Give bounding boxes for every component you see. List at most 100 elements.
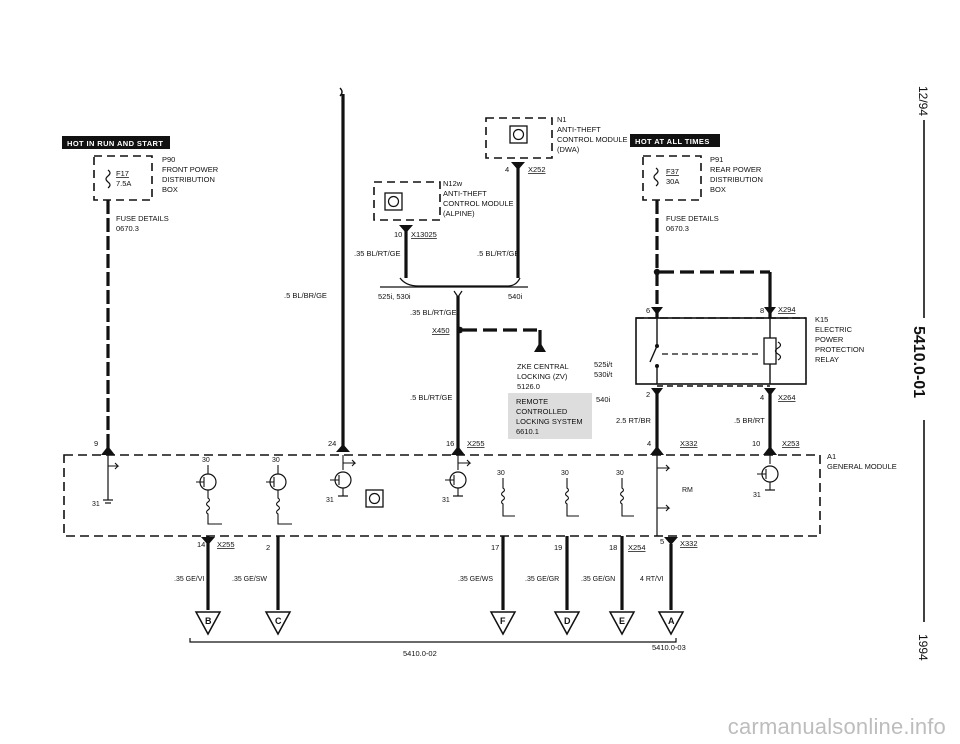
- svg-text:LOCKING SYSTEM: LOCKING SYSTEM: [516, 417, 583, 426]
- wire-right-feed: 6 8 X294: [646, 200, 796, 318]
- svg-text:P90: P90: [162, 155, 175, 164]
- svg-text:B: B: [205, 616, 212, 626]
- anti-theft-module-dwa: N1 ANTI-THEFT CONTROL MODULE (DWA) 4 X25…: [477, 115, 628, 278]
- svg-text:X332: X332: [680, 439, 698, 448]
- svg-text:.35 GE/SW: .35 GE/SW: [232, 576, 267, 583]
- svg-text:31: 31: [326, 497, 334, 504]
- page-reference-bracket: 5410.0-02 5410.0-03: [189, 638, 686, 658]
- svg-text:HOT AT ALL TIMES: HOT AT ALL TIMES: [635, 137, 710, 146]
- svg-text:X255: X255: [467, 439, 485, 448]
- front-power-distribution-box: F17 7.5A P90 FRONT POWER DISTRIBUTION BO…: [93, 155, 219, 201]
- svg-text:BOX: BOX: [162, 185, 178, 194]
- svg-text:X252: X252: [528, 165, 546, 174]
- svg-text:X255: X255: [217, 540, 235, 549]
- svg-text:X450: X450: [432, 326, 450, 335]
- svg-text:31: 31: [442, 497, 450, 504]
- side-date: 12/94: [916, 86, 930, 116]
- anti-theft-module-alpine: N12w ANTI-THEFT CONTROL MODULE (ALPINE) …: [354, 179, 514, 278]
- svg-text:6610.1: 6610.1: [516, 427, 539, 436]
- svg-text:N12w: N12w: [443, 179, 463, 188]
- svg-text:P91: P91: [710, 155, 723, 164]
- svg-text:18: 18: [609, 543, 617, 552]
- svg-text:540i: 540i: [596, 395, 611, 404]
- svg-text:C: C: [275, 616, 282, 626]
- watermark: carmanualsonline.info: [727, 714, 946, 739]
- svg-text:2: 2: [646, 390, 650, 399]
- svg-text:DISTRIBUTION: DISTRIBUTION: [710, 175, 763, 184]
- connector-d[interactable]: D: [553, 611, 581, 636]
- svg-text:525i, 530i: 525i, 530i: [378, 292, 411, 301]
- svg-text:0670.3: 0670.3: [116, 224, 139, 233]
- svg-text:.35 GE/VI: .35 GE/VI: [174, 576, 204, 583]
- svg-text:30: 30: [202, 457, 210, 464]
- svg-text:31: 31: [753, 492, 761, 499]
- svg-text:RELAY: RELAY: [815, 355, 839, 364]
- svg-text:X264: X264: [778, 393, 796, 402]
- svg-text:30: 30: [561, 470, 569, 477]
- svg-text:GENERAL MODULE: GENERAL MODULE: [827, 462, 897, 471]
- svg-text:.5 BL/RT/GE: .5 BL/RT/GE: [410, 393, 452, 402]
- svg-text:540i: 540i: [508, 292, 523, 301]
- svg-text:4: 4: [760, 393, 764, 402]
- svg-text:30: 30: [616, 470, 624, 477]
- svg-text:REAR POWER: REAR POWER: [710, 165, 762, 174]
- svg-text:K15: K15: [815, 315, 828, 324]
- svg-text:16: 16: [446, 439, 454, 448]
- svg-text:4: 4: [505, 165, 509, 174]
- ref-left: 5410.0-02: [403, 649, 437, 658]
- svg-text:ZKE CENTRAL: ZKE CENTRAL: [517, 362, 569, 371]
- svg-text:5126.0: 5126.0: [517, 382, 540, 391]
- svg-text:4 RT/VI: 4 RT/VI: [640, 576, 664, 583]
- x264-outputs: 2 4 X264 2.5 RT/BR .5 BR/RT: [616, 385, 796, 452]
- svg-text:FRONT POWER: FRONT POWER: [162, 165, 219, 174]
- remote-locking-box: REMOTE CONTROLLED LOCKING SYSTEM 6610.1 …: [508, 393, 611, 439]
- svg-text:30: 30: [272, 457, 280, 464]
- svg-text:X332: X332: [680, 539, 698, 548]
- svg-text:10: 10: [394, 230, 402, 239]
- hot-all-times-banner: HOT AT ALL TIMES: [630, 134, 720, 147]
- svg-text:ANTI-THEFT: ANTI-THEFT: [443, 189, 487, 198]
- connector-a[interactable]: A: [657, 611, 685, 636]
- svg-text:CONTROLLED: CONTROLLED: [516, 407, 568, 416]
- svg-text:.5 BL/BR/GE: .5 BL/BR/GE: [284, 291, 327, 300]
- svg-text:RM: RM: [682, 487, 693, 494]
- connector-b[interactable]: B: [194, 611, 222, 636]
- svg-text:X253: X253: [782, 439, 800, 448]
- svg-text:A1: A1: [827, 452, 836, 461]
- svg-text:N1: N1: [557, 115, 567, 124]
- svg-text:.35 BL/RT/GE: .35 BL/RT/GE: [354, 249, 401, 258]
- svg-text:.5 BL/RT/GE: .5 BL/RT/GE: [477, 249, 519, 258]
- svg-text:30A: 30A: [666, 177, 679, 186]
- hot-run-start-banner: HOT IN RUN AND START: [62, 136, 170, 149]
- svg-text:ELECTRIC: ELECTRIC: [815, 325, 853, 334]
- svg-text:0670.3: 0670.3: [666, 224, 689, 233]
- svg-text:BOX: BOX: [710, 185, 726, 194]
- svg-text:(DWA): (DWA): [557, 145, 580, 154]
- svg-text:POWER: POWER: [815, 335, 844, 344]
- svg-text:17: 17: [491, 543, 499, 552]
- fuse-f17-label: F17: [116, 169, 129, 178]
- wire-bl-br-ge: .5 BL/BR/GE: [284, 87, 350, 452]
- svg-text:24: 24: [328, 439, 336, 448]
- fuse-details-right: FUSE DETAILS 0670.3: [666, 214, 719, 233]
- svg-text:6: 6: [646, 306, 650, 315]
- variant-splice: 525i, 530i 540i .35 BL/RT/GE .5 BL/RT/GE: [378, 277, 528, 452]
- connector-c[interactable]: C: [264, 611, 292, 636]
- svg-text:F: F: [500, 616, 506, 626]
- svg-text:HOT IN RUN AND START: HOT IN RUN AND START: [67, 139, 163, 148]
- fuse-details-left: FUSE DETAILS 0670.3: [116, 214, 169, 233]
- svg-text:CONTROL MODULE: CONTROL MODULE: [557, 135, 628, 144]
- side-code: 5410.0-01: [910, 326, 927, 398]
- svg-text:2.5 RT/BR: 2.5 RT/BR: [616, 416, 651, 425]
- svg-text:A: A: [668, 616, 675, 626]
- svg-text:530i/t: 530i/t: [594, 370, 613, 379]
- ref-right: 5410.0-03: [652, 643, 686, 652]
- svg-text:19: 19: [554, 543, 562, 552]
- general-module-a1: A1 GENERAL MODULE 9 24 16 X255 4 X332 10…: [63, 439, 897, 537]
- connector-e[interactable]: E: [608, 611, 636, 636]
- svg-text:E: E: [619, 616, 625, 626]
- connector-f[interactable]: F: [489, 611, 517, 636]
- svg-text:F37: F37: [666, 167, 679, 176]
- svg-text:FUSE DETAILS: FUSE DETAILS: [666, 214, 719, 223]
